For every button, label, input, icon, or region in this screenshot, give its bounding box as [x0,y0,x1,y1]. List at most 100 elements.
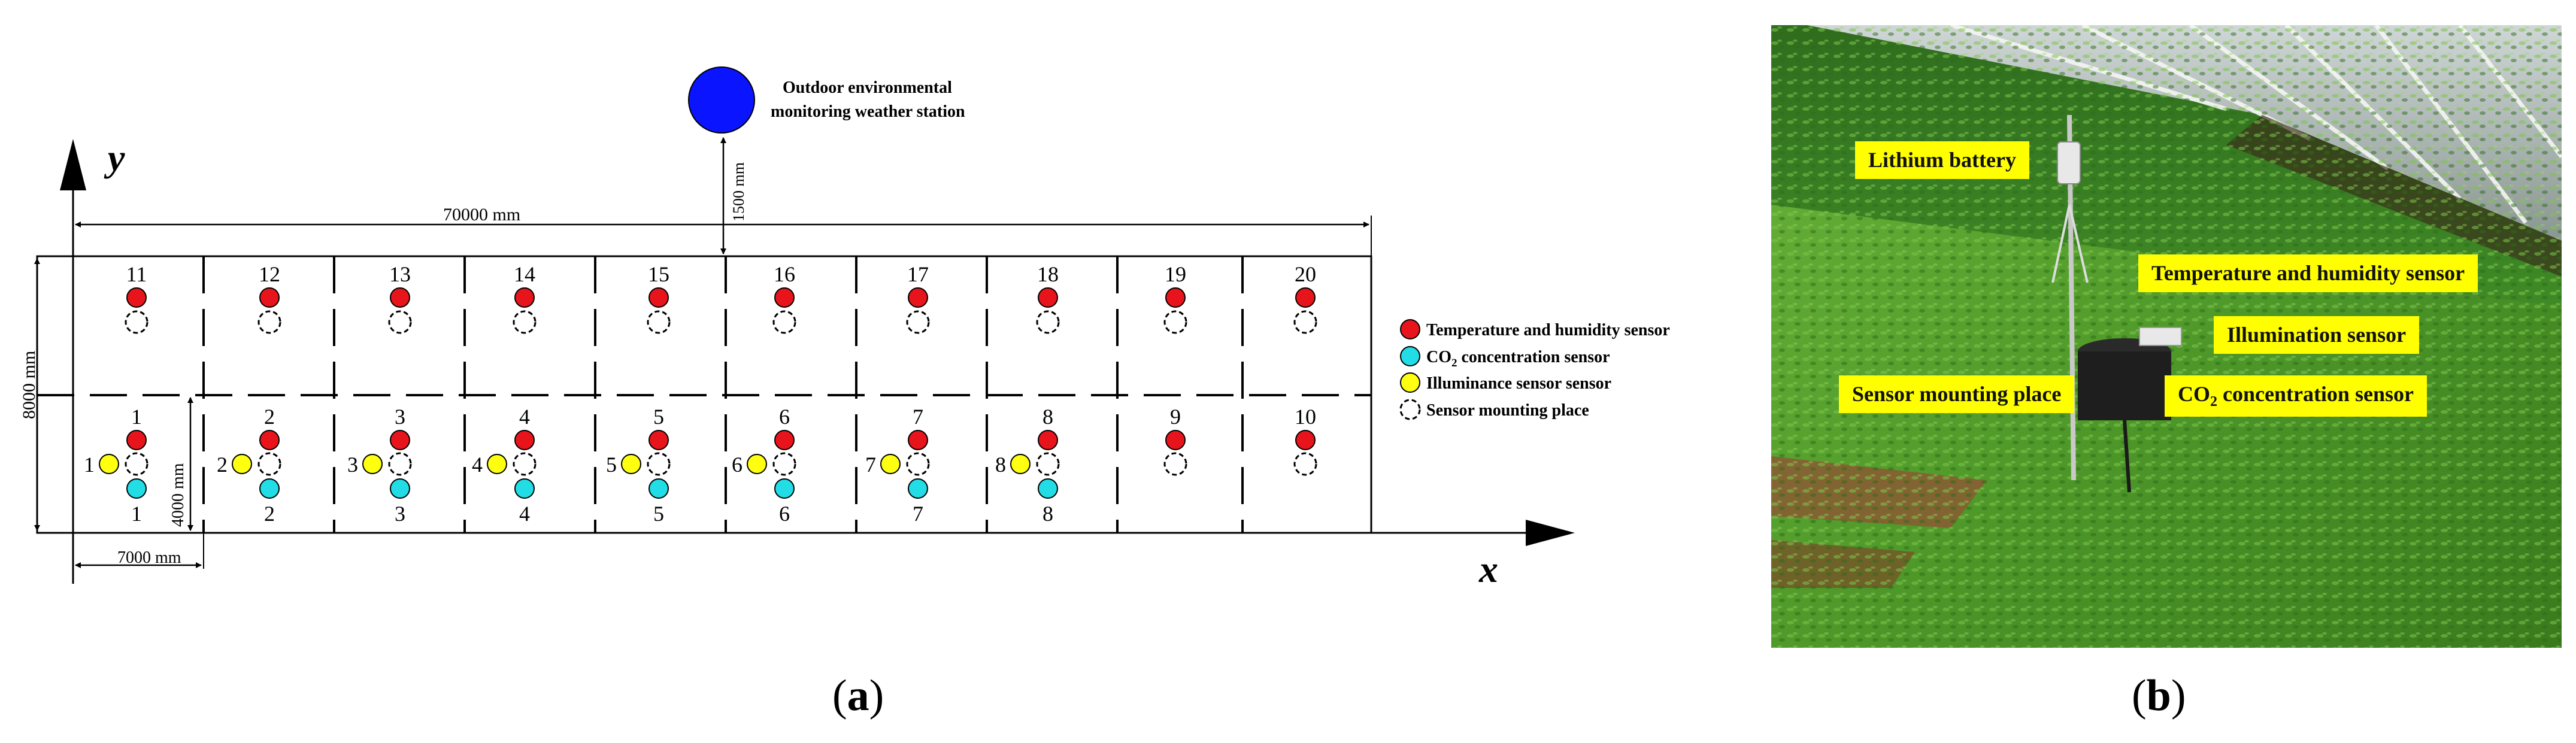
legend-dashed-circle [1399,399,1421,420]
dim-width-label: 8000 mm [19,351,39,419]
sensor-mounting-place-circle [1163,452,1187,476]
illuminance-sensor-dot [99,454,119,474]
dim-cell-width-label: 4000 mm [169,463,187,527]
cell-number: 11 [126,262,147,286]
sensor-mounting-place-circle [1293,310,1317,334]
co2-sensor-dot [1038,478,1058,499]
legend-cyan-dot [1400,346,1420,366]
illuminance-sensor-number: 5 [606,453,617,477]
co2-sensor-number: 2 [264,502,275,526]
dim-station-label: 1500 mm [730,162,747,222]
sensor-mounting-place-circle [1293,452,1317,476]
temperature-humidity-sensor-dot [514,430,535,450]
cell-number: 4 [519,405,530,429]
temperature-humidity-sensor-dot [259,430,280,450]
co2-sensor-number: 3 [395,502,405,526]
cell-number: 10 [1295,405,1316,429]
cell-number: 17 [907,262,929,286]
sensor-mounting-place-circle [906,310,930,334]
co2-sensor-number: 4 [519,502,530,526]
sensor-mounting-place-circle [647,452,671,476]
legend-yellow-dot [1400,372,1420,393]
cell-number: 3 [395,405,405,429]
temperature-humidity-sensor-dot [1295,430,1316,450]
illuminance-sensor-number: 8 [995,453,1006,477]
sensor-mounting-place-circle [1036,310,1060,334]
cell-number: 18 [1037,262,1059,286]
temperature-humidity-sensor-dot [1295,287,1316,308]
legend-text-mounting: Sensor mounting place [1426,401,1589,420]
cell-number: 13 [389,262,411,286]
temperature-humidity-sensor-dot [390,430,410,450]
caption-a: (a) [832,671,884,720]
label-lithium-battery: Lithium battery [1855,141,2029,180]
label-illumination-sensor: Illumination sensor [2214,316,2420,354]
cell-number: 7 [913,405,923,429]
y-axis-label: y [104,137,125,179]
temperature-humidity-sensor-dot [1165,430,1186,450]
co2-sensor-number: 1 [131,502,142,526]
station-label-line2: monitoring weather station [771,102,965,121]
legend: Temperature and humidity sensor CO2 conc… [1399,319,1670,420]
legend-text-temperature: Temperature and humidity sensor [1426,321,1670,339]
label-temperature-humidity-sensor: Temperature and humidity sensor [2138,254,2478,293]
temperature-humidity-sensor-dot [514,287,535,308]
dim-length-label: 70000 mm [443,205,520,225]
temperature-humidity-sensor-dot [648,287,669,308]
cell-number: 20 [1295,262,1316,286]
co2-sensor-dot [390,478,410,499]
sensor-mounting-place-circle [513,452,537,476]
temperature-humidity-sensor-dot [126,430,147,450]
x-axis-arrowhead [1526,520,1575,546]
co2-sensor-dot [259,478,280,499]
legend-red-dot [1400,319,1420,339]
co2-sensor-number: 7 [913,502,923,526]
sensor-mounting-place-circle [125,310,149,334]
sensor-mounting-place-circle [1036,452,1060,476]
co2-rest: concentration sensor [2217,382,2414,406]
legend-text-illuminance: Illuminance sensor sensor [1426,374,1611,393]
co2-sensor-number: 5 [653,502,664,526]
sensor-layer: 1111112222133331444415555166661777718888… [84,262,1317,526]
temperature-humidity-sensor-dot [1038,430,1058,450]
illuminance-sensor-number: 7 [865,453,876,477]
illuminance-sensor-dot [621,454,641,474]
co2-subscript: 2 [2210,394,2217,410]
co2-sensor-number: 6 [779,502,790,526]
sensor-mounting-place-circle [513,310,537,334]
illuminance-sensor-number: 6 [732,453,743,477]
co2-sensor-number: 8 [1042,502,1053,526]
illuminance-sensor-dot [362,454,383,474]
illuminance-sensor-dot [487,454,507,474]
station-label-line1: Outdoor environmental [783,78,952,97]
temperature-humidity-sensor-dot [390,287,410,308]
sensor-mounting-place-circle [257,310,281,334]
weather-station-icon [688,66,755,134]
cell-number: 2 [264,405,275,429]
temperature-humidity-sensor-dot [648,430,669,450]
sensor-mounting-place-circle [125,452,149,476]
temperature-humidity-sensor-dot [908,287,928,308]
temperature-humidity-sensor-dot [774,287,795,308]
cell-number: 16 [774,262,795,286]
x-axis-label: x [1478,548,1498,590]
greenhouse-photo [1771,25,2562,648]
cell-number: 15 [648,262,669,286]
temperature-humidity-sensor-dot [259,287,280,308]
co2-sensor-dot [908,478,928,499]
illuminance-sensor-number: 4 [472,453,483,477]
cell-number: 19 [1165,262,1186,286]
cell-number: 14 [514,262,535,286]
co2-sensor-dot [514,478,535,499]
temperature-humidity-sensor-dot [1165,287,1186,308]
co2-sensor-dot [648,478,669,499]
label-sensor-mounting-place: Sensor mounting place [1839,375,2075,414]
co2-sensor-dot [126,478,147,499]
illuminance-sensor-number: 2 [217,453,228,477]
y-axis-arrowhead [60,139,86,190]
temperature-humidity-sensor-dot [774,430,795,450]
sensor-mounting-place-circle [772,452,796,476]
sensor-mounting-place-circle [906,452,930,476]
illuminance-sensor-number: 3 [347,453,358,477]
sensor-mounting-place-circle [647,310,671,334]
